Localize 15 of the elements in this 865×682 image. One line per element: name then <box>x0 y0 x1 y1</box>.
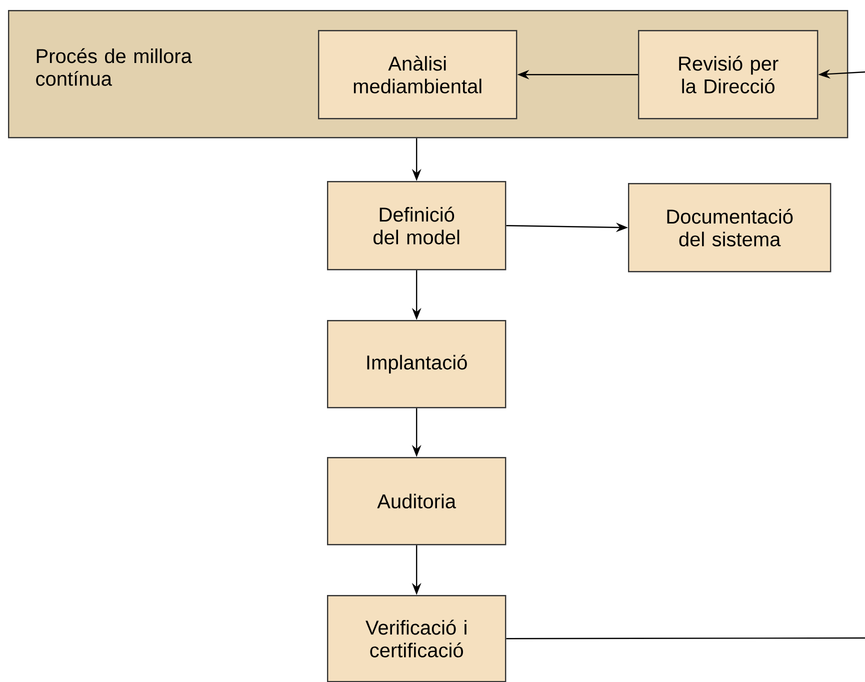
band-label: Procés de millora contínua <box>36 48 192 86</box>
box-label: Verificació i certificació <box>366 620 466 658</box>
box-label: Revisió per la Direcció <box>679 56 778 94</box>
box-label: Documentació del sistema <box>667 208 793 246</box>
box-label: Definició del model <box>374 206 460 244</box>
box-label: Anàlisi mediambiental <box>354 56 482 94</box>
process-box <box>638 30 818 120</box>
box-label: Implantació <box>367 354 467 374</box>
process-box <box>327 320 506 408</box>
process-box <box>327 181 506 270</box>
process-box <box>318 30 518 120</box>
process-box <box>327 457 506 546</box>
process-box <box>327 595 506 682</box>
box-label: Auditoria <box>377 494 456 508</box>
process-box <box>628 183 832 272</box>
